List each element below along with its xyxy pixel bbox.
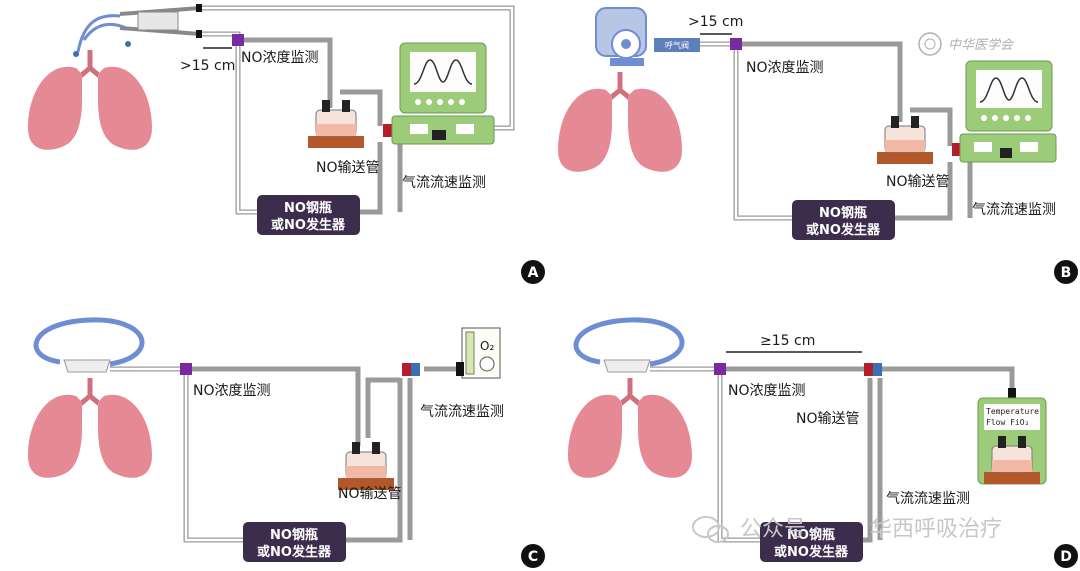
badge-d: D	[1054, 544, 1078, 568]
watermark-channel-name: 华西呼吸治疗	[870, 517, 1002, 542]
panel-d: ≥15 cm NO浓度监测 NO输送管 Temperature Flow FiO…	[568, 317, 1078, 568]
no-concentration-sensor-b	[730, 38, 742, 50]
society-seal: 中华医学会	[918, 32, 1015, 56]
ventilator-monitor-b	[959, 60, 1057, 163]
o2-flowmeter-c: O₂	[456, 327, 501, 379]
distance-label-b: >15 cm	[688, 14, 743, 30]
svg-text:NO钢瓶: NO钢瓶	[787, 527, 835, 543]
svg-text:C: C	[528, 549, 538, 565]
lungs-c	[28, 378, 152, 478]
no-bottle-b	[876, 115, 934, 165]
lungs-d	[568, 378, 692, 478]
humidifier-device-d: Temperature Flow FiO₂	[977, 388, 1047, 485]
svg-text:或NO发生器: 或NO发生器	[774, 544, 849, 560]
nasal-cannula-c	[33, 317, 145, 373]
nasal-cannula-d	[573, 317, 685, 373]
lungs-b	[558, 72, 682, 172]
panel-b: 呼气阀 >15 cm NO浓度监测 NO输送管 气流流速监测 NO钢瓶	[558, 7, 1078, 284]
no-source-box-d: NO钢瓶 或NO发生器	[760, 522, 863, 562]
svg-text:Temperature: Temperature	[986, 407, 1039, 416]
flow-sensor-c	[402, 363, 420, 376]
no-source-box-a: NO钢瓶 或NO发生器	[257, 195, 360, 235]
flow-sensor-d	[864, 363, 882, 376]
svg-text:D: D	[1060, 549, 1072, 565]
delivery-tube-label-a: NO输送管	[316, 160, 380, 176]
svg-text:或NO发生器: 或NO发生器	[257, 544, 332, 560]
distance-label-a: >15 cm	[180, 58, 235, 74]
conc-monitor-label-a: NO浓度监测	[241, 50, 319, 66]
lungs-a	[28, 50, 152, 150]
no-concentration-sensor-d	[714, 363, 726, 375]
nasal-cannula-a	[73, 6, 201, 57]
svg-text:NO钢瓶: NO钢瓶	[819, 205, 867, 221]
seal-text: 中华医学会	[948, 37, 1015, 53]
mask-b	[595, 7, 647, 66]
exhalation-valve-b: 呼气阀	[654, 38, 700, 52]
panel-c: NO浓度监测 NO输送管 O₂ 气流流速监测 NO钢瓶 或NO发生器 C	[28, 317, 545, 568]
no-bottle-a	[307, 99, 365, 149]
conc-monitor-label-d: NO浓度监测	[728, 383, 806, 399]
svg-text:呼气阀: 呼气阀	[665, 40, 689, 50]
conc-monitor-label-c: NO浓度监测	[193, 383, 271, 399]
svg-text:B: B	[1061, 265, 1072, 281]
delivery-tube-label-d: NO输送管	[796, 411, 860, 427]
conc-monitor-label-b: NO浓度监测	[746, 60, 824, 76]
no-source-box-c: NO钢瓶 或NO发生器	[243, 522, 346, 562]
watermark-prefix: 公众号 ·	[740, 517, 820, 542]
no-bottle-c	[337, 441, 395, 491]
delivery-tube-label-c: NO输送管	[338, 486, 402, 502]
distance-label-d: ≥15 cm	[760, 333, 815, 349]
flow-monitor-label-b: 气流流速监测	[972, 202, 1056, 218]
channel-watermark: 公众号 · 华西呼吸治疗	[692, 516, 1002, 543]
ventilator-monitor-a	[391, 42, 495, 145]
flow-monitor-label-d: 气流流速监测	[886, 491, 970, 507]
svg-text:或NO发生器: 或NO发生器	[271, 217, 346, 233]
delivery-tube-label-b: NO输送管	[886, 174, 950, 190]
badge-c: C	[521, 544, 545, 568]
no-concentration-sensor-a	[232, 34, 244, 46]
no-concentration-sensor-c	[180, 363, 192, 375]
flow-monitor-label-a: 气流流速监测	[402, 175, 486, 191]
panel-a: >15 cm NO浓度监测 NO输送管 气流流速监测 NO钢瓶 或NO发生器 A	[28, 4, 545, 284]
svg-text:或NO发生器: 或NO发生器	[806, 222, 881, 238]
svg-text:A: A	[528, 265, 539, 281]
no-source-box-b: NO钢瓶 或NO发生器	[792, 200, 895, 240]
svg-text:NO钢瓶: NO钢瓶	[270, 527, 318, 543]
badge-b: B	[1054, 260, 1078, 284]
badge-a: A	[521, 260, 545, 284]
svg-text:O₂: O₂	[480, 339, 494, 353]
flow-monitor-label-c: 气流流速监测	[420, 404, 504, 420]
svg-text:Flow FiO₂: Flow FiO₂	[986, 418, 1029, 427]
svg-text:NO钢瓶: NO钢瓶	[284, 200, 332, 216]
